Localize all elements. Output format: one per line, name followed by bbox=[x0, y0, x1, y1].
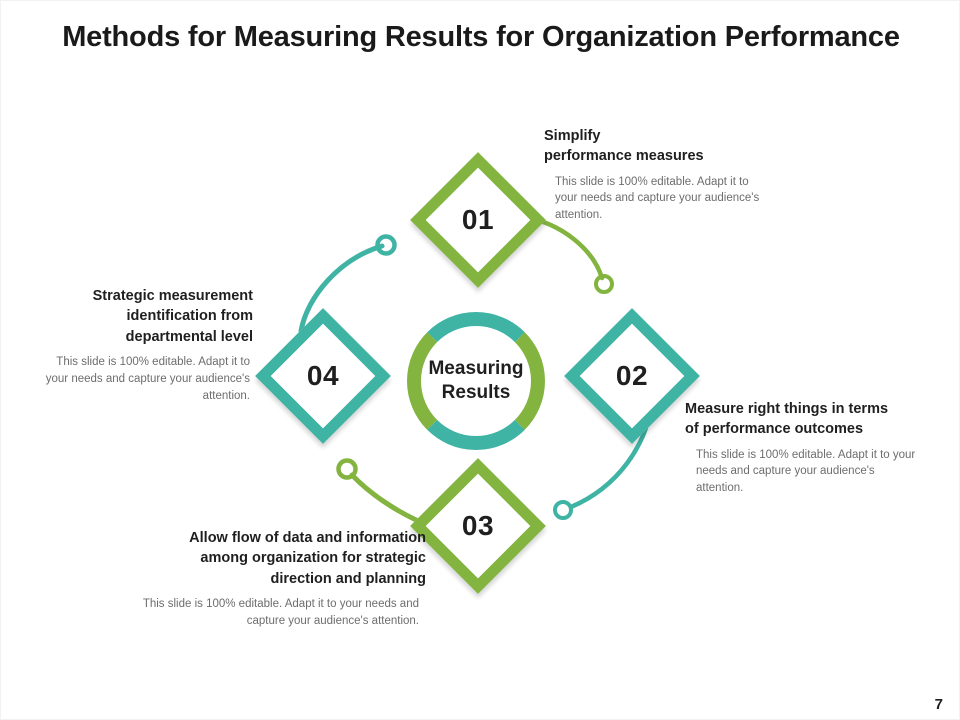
connector-path-04 bbox=[298, 243, 385, 334]
step-heading-02-line1: Measure right things in terms bbox=[685, 401, 889, 417]
step-marker-01[interactable]: 01 bbox=[410, 152, 546, 288]
step-body-03: This slide is 100% editable. Adapt it to… bbox=[142, 597, 419, 627]
step-body-01: This slide is 100% editable. Adapt it to… bbox=[555, 175, 760, 222]
step-heading-01-line1: Simplify bbox=[544, 128, 601, 144]
step-heading-03: Allow flow of data and information among… bbox=[131, 528, 426, 589]
ring-arc-right-teal bbox=[407, 312, 545, 450]
step-heading-03-line1: Allow flow of data and information bbox=[189, 530, 426, 546]
step-number-02: 02 bbox=[615, 360, 649, 391]
page-title: Methods for Measuring Results for Organi… bbox=[62, 21, 900, 53]
step-body-04: This slide is 100% editable. Adapt it to… bbox=[45, 355, 250, 402]
step-heading-02-line2: of performance outcomes bbox=[685, 421, 864, 438]
step-heading-01-line2: performance measures bbox=[544, 148, 704, 165]
step-heading-04-line2: identification from bbox=[126, 308, 253, 325]
connector-endpoint-03 bbox=[336, 458, 358, 480]
step-text-block-04: Strategic measurement identification fro… bbox=[43, 286, 253, 405]
step-marker-04[interactable]: 04 bbox=[255, 308, 391, 444]
connector-endpoint-04 bbox=[375, 234, 397, 256]
connector-endpoint-01 bbox=[594, 274, 614, 294]
center-label: Measuring Results bbox=[401, 306, 551, 456]
page-number: 7 bbox=[934, 696, 943, 713]
center-donut-ring bbox=[407, 312, 545, 450]
step-heading-03-line2: among organization for strategic bbox=[200, 550, 426, 567]
step-text-block-02: Measure right things in terms of perform… bbox=[685, 399, 920, 497]
step-text-block-01: Simplify performance measures This slide… bbox=[544, 126, 774, 224]
connector-endpoint-02 bbox=[553, 500, 573, 520]
center-label-line2: Results bbox=[441, 382, 511, 403]
step-heading-04-line3: departmental level bbox=[125, 328, 253, 345]
ring-arc-bottom-green bbox=[407, 312, 545, 450]
step-heading-02: Measure right things in terms of perform… bbox=[685, 399, 920, 440]
ring-arc-top-green bbox=[407, 312, 545, 450]
step-marker-02[interactable]: 02 bbox=[564, 308, 700, 444]
step-heading-04-line1: Strategic measurement bbox=[92, 288, 253, 304]
step-text-block-03: Allow flow of data and information among… bbox=[131, 528, 426, 630]
step-number-01: 01 bbox=[461, 204, 495, 235]
step-heading-01: Simplify performance measures bbox=[544, 126, 774, 167]
step-heading-04: Strategic measurement identification fro… bbox=[43, 286, 253, 347]
step-marker-03[interactable]: 03 bbox=[410, 458, 546, 594]
step-body-02: This slide is 100% editable. Adapt it to… bbox=[696, 448, 916, 495]
step-heading-03-line3: direction and planning bbox=[270, 570, 426, 587]
step-number-03: 03 bbox=[461, 510, 495, 541]
step-number-04: 04 bbox=[306, 360, 340, 391]
center-label-line1: Measuring bbox=[428, 358, 524, 380]
